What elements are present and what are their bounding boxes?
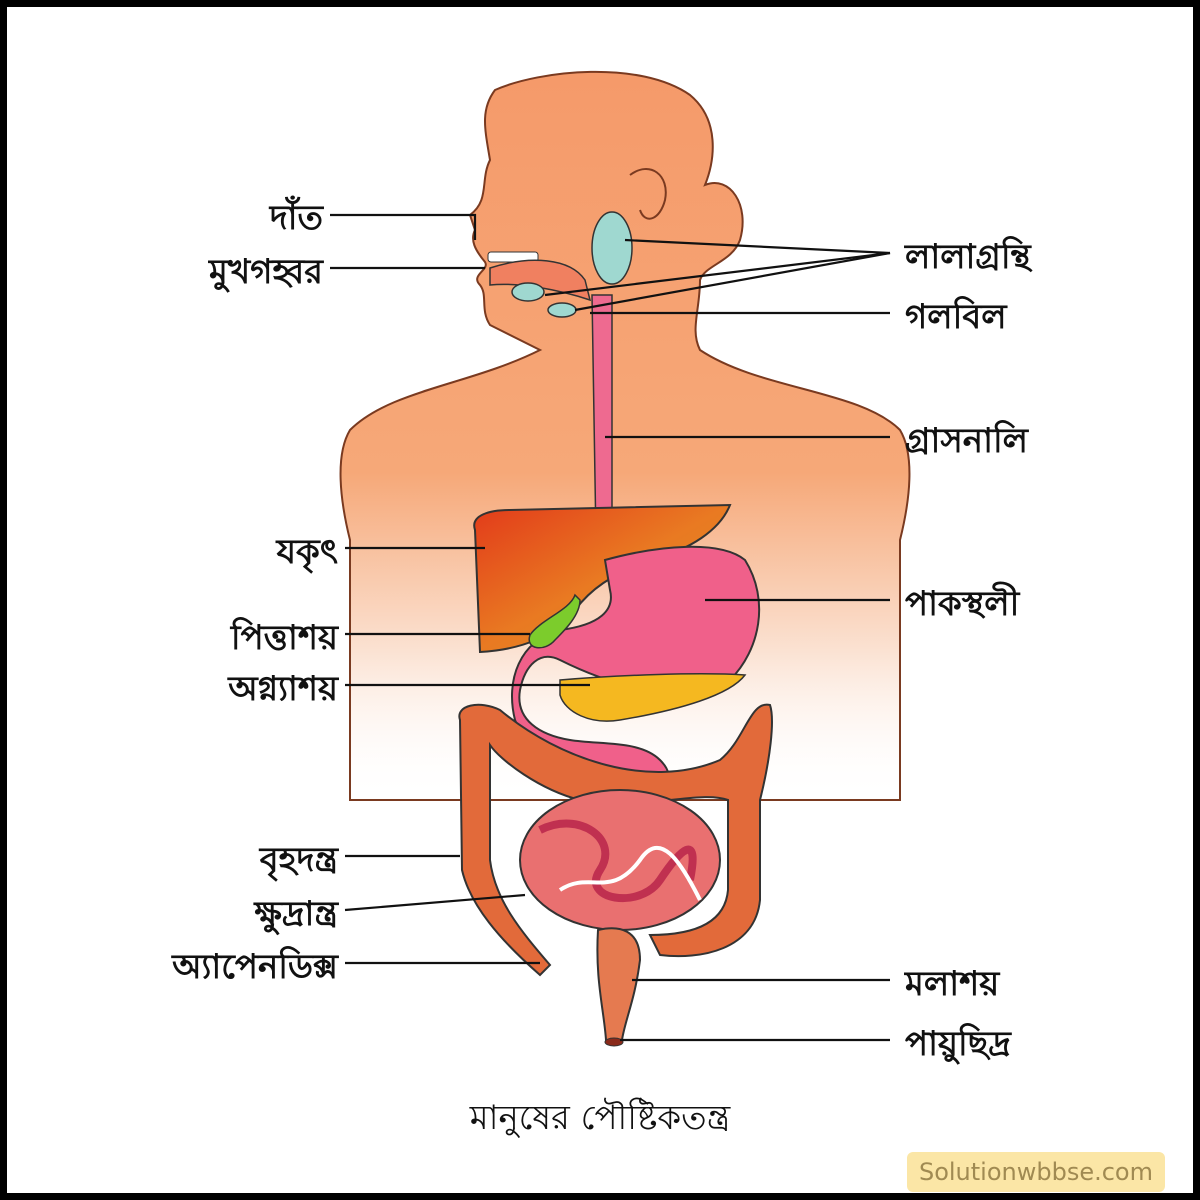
salivary-glands-shape bbox=[511, 211, 633, 318]
label-salivary-glands: লালাগ্রন্থি bbox=[905, 237, 1031, 277]
pancreas-shape bbox=[559, 673, 747, 722]
rectum-shape bbox=[596, 927, 642, 1041]
label-anus: পায়ুছিদ্র bbox=[905, 1024, 1011, 1064]
small-intestine-shape bbox=[519, 789, 721, 931]
label-appendix: অ্যাপেনডিক্স bbox=[172, 947, 338, 987]
label-small-intestine: ক্ষুদ্রান্ত্র bbox=[254, 894, 338, 934]
diagram-caption: মানুষের পৌষ্টিকতন্ত্র bbox=[469, 1098, 731, 1138]
anus-shape bbox=[604, 1037, 624, 1047]
gall-bladder-shape bbox=[528, 593, 581, 649]
oesophagus-shape bbox=[591, 294, 613, 541]
watermark: Solutionwbbse.com bbox=[906, 1152, 1165, 1192]
label-oesophagus: গ্রাসনালি bbox=[905, 421, 1029, 461]
leader-lines-right bbox=[544, 238, 891, 1042]
leader-lines-left bbox=[330, 213, 590, 965]
label-gall-bladder: পিত্তাশয় bbox=[230, 618, 338, 658]
label-large-intestine: বৃহদন্ত্র bbox=[259, 840, 338, 880]
label-pharynx: গলবিল bbox=[905, 297, 1007, 337]
diagram-frame: দাঁত মুখগহ্বর যকৃৎ পিত্তাশয় অগ্ন্যাশয় … bbox=[7, 7, 1193, 1193]
label-pancreas: অগ্ন্যাশয় bbox=[228, 669, 338, 709]
label-liver: যকৃৎ bbox=[276, 532, 338, 572]
label-rectum: মলাশয় bbox=[905, 964, 1000, 1004]
label-mouth-cavity: মুখগহ্বর bbox=[209, 252, 323, 292]
large-intestine-shape bbox=[458, 703, 773, 977]
digestive-system-illustration bbox=[330, 70, 911, 1047]
label-teeth: দাঁত bbox=[269, 198, 323, 238]
label-stomach: পাকস্থলী bbox=[905, 584, 1020, 624]
stomach-shape bbox=[511, 545, 761, 792]
